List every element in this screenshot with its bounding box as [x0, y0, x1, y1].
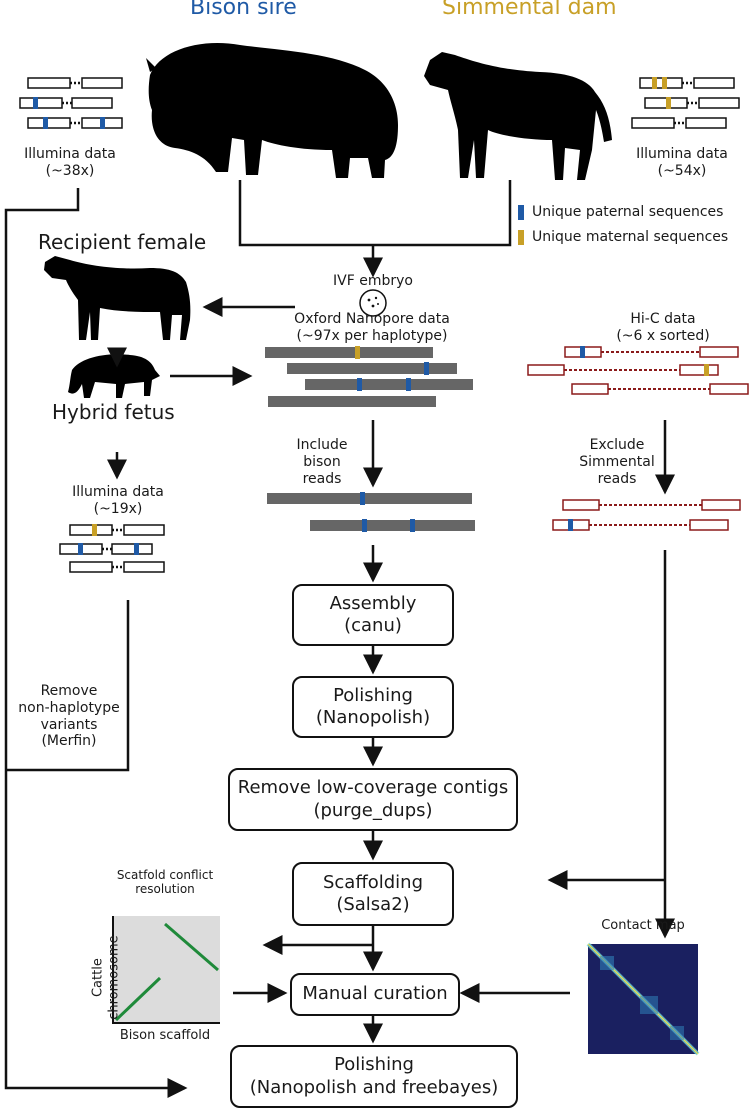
legend-paternal-swatch [518, 205, 524, 220]
merfin-label: Remove non-haplotype variants (Merfin) [18, 683, 120, 750]
recipient-female-label: Recipient female [38, 230, 207, 254]
connectors [4, 180, 675, 1098]
nanopore-marks [355, 346, 429, 532]
hic-marks [568, 346, 709, 531]
dam-illumina-label: Illumina data (~54x) [636, 146, 728, 179]
legend-paternal: Unique paternal sequences [532, 204, 724, 220]
ivf-embryo-label: IVF embryo [333, 273, 413, 289]
contact-map [586, 942, 700, 1056]
purge-dups-step: Remove low-coverage contigs (purge_dups) [228, 768, 518, 831]
contact-map-label: Contact map [601, 918, 685, 933]
scaffold-conflict-plot [112, 916, 220, 1024]
bison-icon [146, 43, 398, 178]
exclude-simmental-label: Exclude Simmental reads [579, 437, 655, 487]
legend-maternal: Unique maternal sequences [532, 229, 729, 245]
nanopore-label: Oxford Nanopore data (~97x per haplotype… [294, 311, 450, 344]
sire-paternal-marks [33, 97, 105, 129]
dam-read-pairs [631, 77, 740, 129]
hybrid-fetus-label: Hybrid fetus [52, 400, 175, 424]
scaffold-plot-ylabel: Cattle chromosome [90, 935, 121, 1020]
include-bison-label: Include bison reads [296, 437, 348, 487]
sire-illumina-label: Illumina data (~38x) [24, 146, 116, 179]
scaffold-plot-title: Scatfold conflict resolution [116, 868, 214, 897]
nanopore-reads [265, 347, 475, 531]
assembly-step: Assembly (canu) [292, 584, 454, 646]
manual-curation-step: Manual curation [290, 973, 460, 1016]
final-polishing-step: Polishing (Nanopolish and freebayes) [230, 1045, 518, 1108]
dam-title: Simmental dam [442, 0, 617, 20]
fetus-marks [78, 524, 139, 555]
embryo-icon [359, 289, 387, 317]
fetus-illumina-label: Illumina data (~19x) [72, 484, 164, 517]
recipient-cow-icon [44, 256, 191, 340]
hic-label: Hi-C data (~6 x sorted) [616, 311, 710, 344]
scaffolding-step: Scaffolding (Salsa2) [292, 862, 454, 926]
hybrid-fetus-icon [68, 354, 160, 398]
scaffold-plot-xlabel: Bison scaffold [119, 1028, 211, 1043]
simmental-cow-icon [424, 52, 612, 180]
polishing-step: Polishing (Nanopolish) [292, 676, 454, 738]
sire-title: Bison sire [190, 0, 297, 20]
fetus-read-pairs [59, 524, 165, 573]
legend-maternal-swatch [518, 230, 524, 245]
dam-maternal-marks [652, 77, 671, 109]
